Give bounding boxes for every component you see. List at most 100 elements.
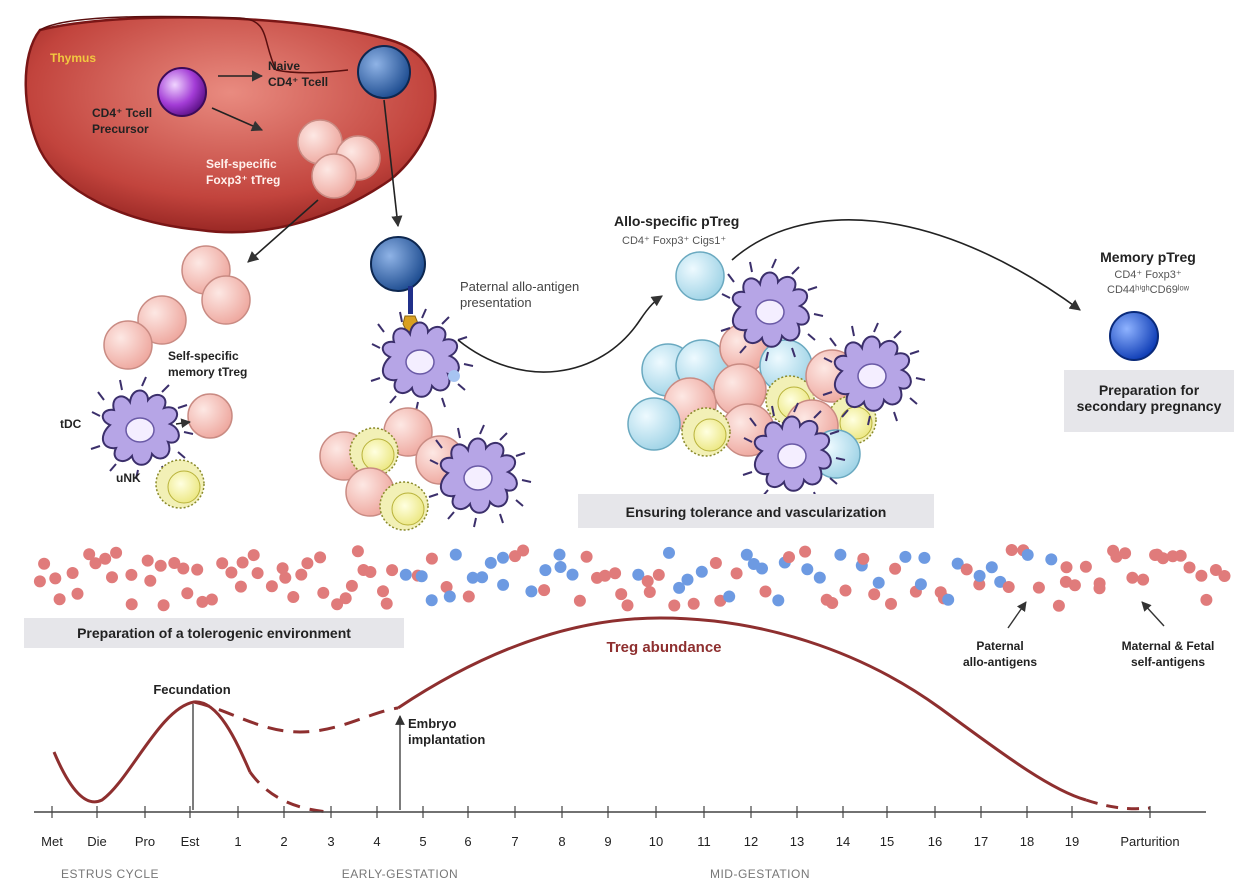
paternal-antigen-dot <box>632 568 645 581</box>
self-antigen-dot <box>580 550 593 563</box>
tick-label: Die <box>87 834 107 849</box>
unk-cell-left <box>155 459 205 509</box>
self-antigen-dot <box>1068 579 1081 592</box>
to-memory-arrow <box>731 219 1081 311</box>
self-antigen-dot <box>1002 581 1015 593</box>
tdc-arrow <box>175 418 191 429</box>
self-antigen-dot <box>144 574 157 587</box>
self-antigen-dot <box>33 575 46 588</box>
self-antigen-dot <box>1059 575 1072 588</box>
paternal-antigen-dot <box>951 557 964 570</box>
self-antigen-dot <box>609 567 622 580</box>
precursor-cell <box>157 67 207 117</box>
self-antigen-dot <box>1209 564 1222 576</box>
self-antigen-dot <box>668 599 681 612</box>
self-antigen-dot <box>538 584 551 597</box>
self-antigen-dot <box>714 594 727 607</box>
paternal-antigen-dot <box>466 571 479 584</box>
self-antigen-dot <box>251 567 264 580</box>
self-antigen-dot <box>1052 599 1065 612</box>
tick-label: 16 <box>928 834 942 849</box>
self-antigen-dot <box>236 556 249 569</box>
secondary-text-span-line-2: secondary pregnancy <box>1077 398 1222 414</box>
self-antigen-dot <box>196 595 209 608</box>
self-antigen-dot <box>425 552 438 565</box>
tick-label: 14 <box>836 834 850 849</box>
paternal-antigen-dot <box>681 573 694 586</box>
tolerance-text: Ensuring tolerance and vascularization <box>626 504 887 520</box>
self-antigen-dot <box>295 568 308 581</box>
paternal-antigen-dot <box>942 593 955 606</box>
tolerogenic-text: Preparation of a tolerogenic environment <box>77 625 351 641</box>
self-antigen-dot <box>205 593 218 606</box>
tick-label: 13 <box>790 834 804 849</box>
self-antigen-dot <box>106 571 118 584</box>
self-antigen-dot <box>868 588 881 601</box>
self-antigen-dot <box>573 594 586 607</box>
tick-label: 17 <box>974 834 988 849</box>
paternal-text: Paternal <box>976 639 1023 653</box>
self-antigen-dot <box>351 545 364 558</box>
memory-title: Memory pTreg <box>1100 249 1196 265</box>
tick-label: 12 <box>744 834 758 849</box>
naive-text: Naive <box>268 59 300 73</box>
paternal-antigen-dot <box>723 590 736 603</box>
self-antigen-dot <box>462 590 475 603</box>
self-antigen-dot <box>364 566 377 578</box>
thymus-treg-cluster <box>297 119 381 199</box>
allo-title: Allo-specific pTreg <box>614 213 739 229</box>
tolerance-box <box>578 494 934 528</box>
tick-label: 3 <box>327 834 334 849</box>
self-antigen-dot <box>687 597 700 610</box>
self-antigen-dot <box>973 578 986 591</box>
self-antigen-dot <box>331 598 344 611</box>
paternal-antigen-dot <box>1045 553 1058 566</box>
secondary-text-span: Preparation for <box>1099 382 1200 398</box>
self-antigen-dot <box>1137 573 1150 586</box>
presentation-arrow <box>457 295 663 373</box>
self-antigen-dot <box>317 586 330 599</box>
self-antigen-dot <box>141 554 154 567</box>
fecundation-label: Fecundation <box>153 682 230 697</box>
paternal-antigen-dot <box>973 569 986 582</box>
paternal-antigen-dot <box>918 551 931 564</box>
paternal-antigen-dot <box>525 585 538 598</box>
tick-label: 1 <box>234 834 241 849</box>
paternal-antigen-dot <box>425 594 438 607</box>
tdc-label: tDC <box>60 417 82 431</box>
self-antigen-text-line-2: self-antigens <box>1131 655 1205 669</box>
treg-abundance-label: Treg abundance <box>606 639 721 656</box>
self-antigen-dot <box>1195 569 1208 582</box>
self-antigen-dot <box>287 591 300 603</box>
precursor-text: CD4⁺ Tcell <box>92 106 152 120</box>
paternal-text-line-2: allo-antigens <box>963 655 1037 669</box>
self-antigen-dot <box>125 598 138 611</box>
antigen-dots <box>33 544 1231 612</box>
naive-text-line-2: CD4⁺ Tcell <box>268 75 328 89</box>
self-antigen-dot <box>49 572 62 585</box>
self-antigen-dot <box>157 599 170 612</box>
self-antigen-dot <box>709 557 722 569</box>
tick-label: 5 <box>419 834 426 849</box>
self-antigen-dot <box>125 568 138 581</box>
naive-cell <box>357 45 411 99</box>
paternal-antigen-dot <box>566 568 579 581</box>
paternal-antigen-dot <box>801 563 814 576</box>
self-antigen-dot <box>53 593 66 606</box>
self-antigen-dot <box>857 552 870 565</box>
paternal-antigen-dot <box>673 581 686 594</box>
paternal-antigen-dot <box>740 548 753 561</box>
self-antigen-dot <box>826 597 839 609</box>
memory-ptreg-cell <box>1109 311 1159 361</box>
tick-label: 4 <box>373 834 380 849</box>
memory-markers-1: CD4⁺ Foxp3⁺ <box>1114 269 1181 281</box>
self-treg-text: Self-specific <box>206 157 277 171</box>
self-antigen-dot <box>643 586 656 598</box>
